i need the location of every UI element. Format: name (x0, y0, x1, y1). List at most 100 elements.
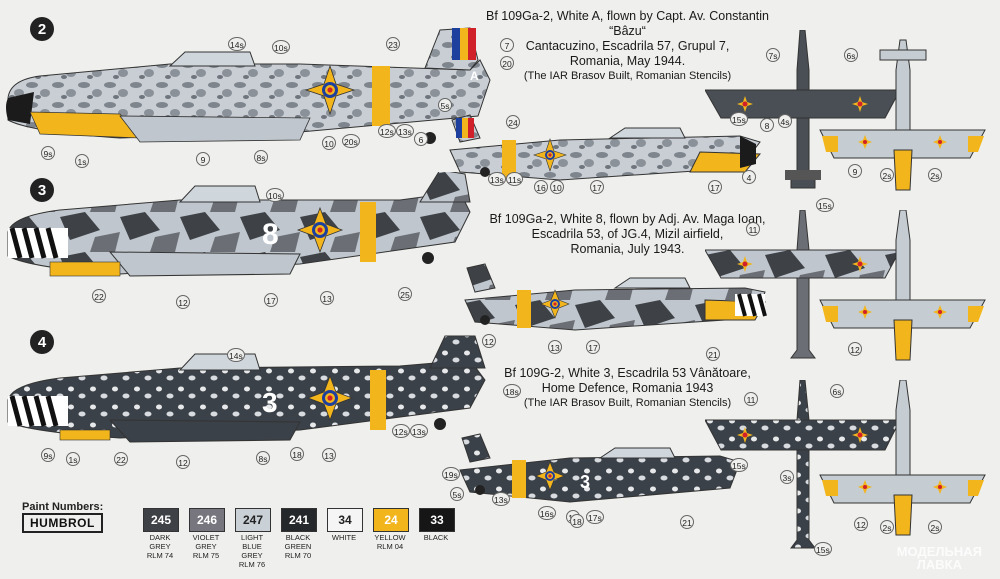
paint-swatch-241: 241 (281, 508, 317, 532)
callout: 15s (730, 458, 748, 472)
aircraft-profile-3-side-small (464, 263, 767, 331)
callout: 17 (264, 293, 278, 307)
callout: 15s (816, 198, 834, 212)
callout: 23 (386, 37, 400, 51)
callout: 4 (742, 170, 756, 184)
callout: 13s (410, 424, 428, 438)
caption-profile-4: Bf 109G-2, White 3, Escadrila 53 Vânătoa… (504, 366, 751, 409)
callout: 10 (550, 180, 564, 194)
aircraft-profile-2-side-small (449, 114, 762, 181)
paint-swatch-245: 245 (143, 508, 179, 532)
callout: 13 (322, 448, 336, 462)
profile-number-3: 3 (30, 178, 54, 202)
callout: 17 (590, 180, 604, 194)
callout: 13s (396, 124, 414, 138)
callout: 8 (760, 118, 774, 132)
svg-text:8: 8 (262, 218, 279, 251)
callout: 13 (320, 291, 334, 305)
callout: 6s (830, 384, 844, 398)
callout: 25 (398, 287, 412, 301)
callout: 22 (92, 289, 106, 303)
callout: 18 (570, 514, 584, 528)
callout: 6 (414, 132, 428, 146)
paint-swatch-name: BLACK (423, 533, 449, 542)
aircraft-profile-2-side: A (6, 27, 491, 144)
callout: 16 (534, 180, 548, 194)
svg-text:3: 3 (580, 472, 590, 492)
caption-profile-2: Bf 109Ga-2, White A, flown by Capt. Av. … (485, 9, 770, 82)
callout: 9 (848, 164, 862, 178)
paint-swatch-246: 246 (189, 508, 225, 532)
aircraft-profile-4-side-small: 3 (459, 433, 741, 503)
callout: 8s (256, 451, 270, 465)
callout: 2s (928, 520, 942, 534)
callout: 19s (442, 467, 460, 481)
paint-swatch-name: WHITE (331, 533, 357, 542)
callout: 9 (196, 152, 210, 166)
callout: 12 (848, 342, 862, 356)
callout: 5s (450, 487, 464, 501)
callout: 5s (438, 98, 452, 112)
callout: 10 (322, 136, 336, 150)
callout: 12 (176, 295, 190, 309)
planform-row3 (705, 380, 986, 549)
callout: 1s (75, 154, 89, 168)
callout: 2s (880, 520, 894, 534)
planform-top-row1 (705, 30, 986, 191)
callout: 3s (780, 470, 794, 484)
callout: 17s (586, 510, 604, 524)
callout: 12 (854, 517, 868, 531)
callout: 14s (227, 348, 245, 362)
callout: 4s (778, 114, 792, 128)
callout: 11s (506, 172, 524, 186)
callout: 11 (746, 222, 760, 236)
caption-profile-3: Bf 109Ga-2, White 8, flown by Adj. Av. M… (489, 212, 766, 256)
aircraft-profile-4-side: 3 (7, 335, 486, 443)
callout: 15s (814, 542, 832, 556)
callout: 2s (928, 168, 942, 182)
paint-swatch-247: 247 (235, 508, 271, 532)
paint-brand: HUMBROL (22, 513, 103, 533)
callout: 18s (503, 384, 521, 398)
profile-number-2: 2 (30, 17, 54, 41)
callout: 11 (744, 392, 758, 406)
paint-swatch-33: 33 (419, 508, 455, 532)
callout: 8s (254, 150, 268, 164)
callout: 18 (290, 447, 304, 461)
callout: 13s (492, 492, 510, 506)
paint-swatch-24: 24 (373, 508, 409, 532)
callout: 14s (228, 37, 246, 51)
callout: 12 (176, 455, 190, 469)
callout: 15s (730, 112, 748, 126)
callout: 7s (766, 48, 780, 62)
callout: 12 (482, 334, 496, 348)
watermark-logo: МОДЕЛЬНАЯ ЛАВКА (896, 544, 982, 572)
callout: 10s (272, 40, 290, 54)
callout: 20s (342, 134, 360, 148)
callout: 7 (500, 38, 514, 52)
callout: 20 (500, 56, 514, 70)
callout: 13 (548, 340, 562, 354)
paint-numbers-title: Paint Numbers: (22, 501, 104, 513)
callout: 12s (378, 124, 396, 138)
profile-number-4: 4 (30, 330, 54, 354)
paint-swatch-34: 34 (327, 508, 363, 532)
callout: 22 (114, 452, 128, 466)
callout: 16s (538, 506, 556, 520)
callout: 9s (41, 448, 55, 462)
callout: 24 (506, 115, 520, 129)
callout: 17 (586, 340, 600, 354)
callout: 13s (488, 172, 506, 186)
svg-text:3: 3 (262, 387, 278, 418)
callout: 21 (706, 347, 720, 361)
callout: 21 (680, 515, 694, 529)
aircraft-profile-3-side: 8 (7, 172, 471, 277)
callout: 2s (880, 168, 894, 182)
planform-row2 (705, 210, 986, 361)
svg-text:A: A (470, 69, 479, 83)
